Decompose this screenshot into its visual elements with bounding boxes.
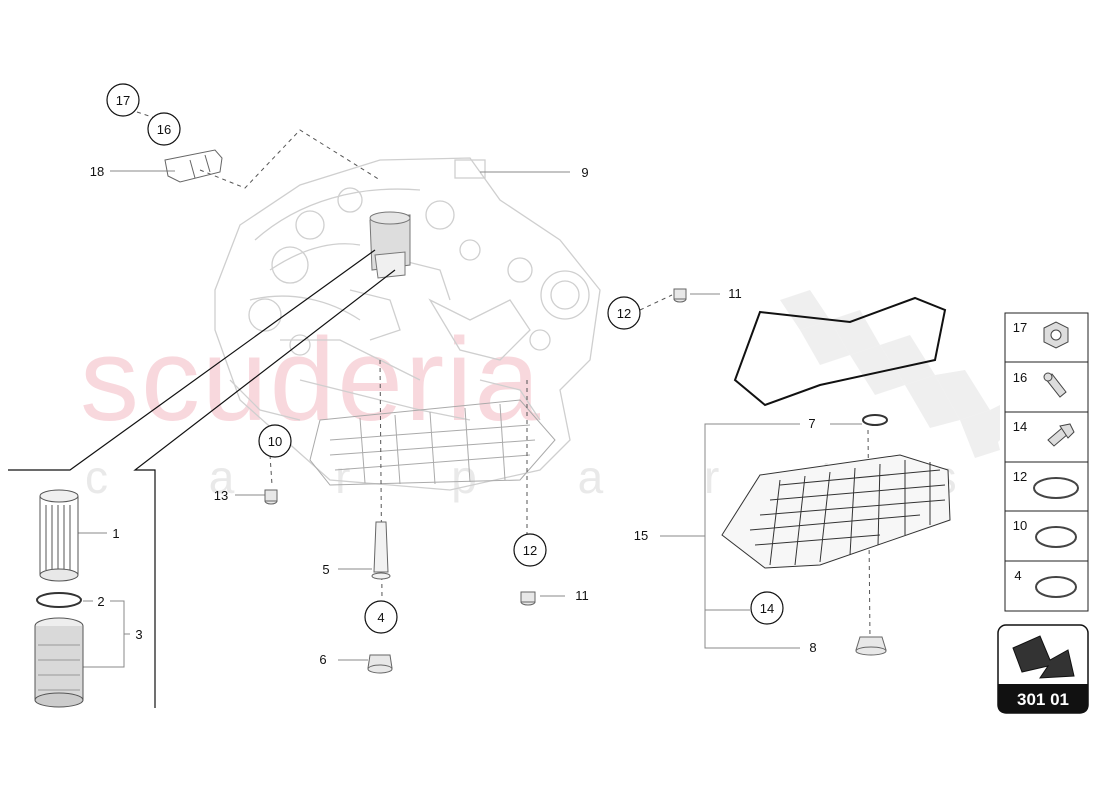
callout-4[interactable]: 4 [364,600,398,634]
page-reference-box[interactable]: 301 01 [997,624,1089,714]
legend-14-text: 14 [1013,419,1027,434]
label-9[interactable]: 9 [581,165,588,180]
plug-part-13 [264,489,278,505]
bolt-icon [1047,423,1075,447]
legend-10-text: 10 [1013,518,1027,533]
callout-12-bottom-text: 12 [523,543,537,558]
page-number-label: 301 01 [1017,690,1069,709]
label-7[interactable]: 7 [808,416,815,431]
oil-pan-gasket [733,296,947,407]
label-2[interactable]: 2 [97,594,104,609]
seal-ring-icon [1035,576,1077,598]
legend-item-12[interactable]: 12 [1013,469,1079,499]
legend-4-text: 4 [1014,568,1021,583]
label-11-top[interactable]: 11 [728,286,742,301]
stud-bolt-icon [1043,372,1067,398]
label-3[interactable]: 3 [135,627,142,642]
label-5[interactable]: 5 [322,562,329,577]
filter-element-part-1 [39,489,79,582]
legend-17-text: 17 [1013,320,1027,335]
callout-12-top[interactable]: 12 [607,296,641,330]
callout-14[interactable]: 14 [750,591,784,625]
legend-item-16[interactable]: 16 [1013,370,1067,398]
label-6[interactable]: 6 [319,652,326,667]
arrow-icon [1012,635,1075,679]
legend-item-17[interactable]: 17 [1013,320,1069,349]
gearbox-housing [214,157,601,491]
callout-4-text: 4 [377,610,384,625]
filter-housing-on-gearbox [369,211,411,279]
drain-plug-part-6 [367,654,393,674]
label-15[interactable]: 15 [634,528,648,543]
callout-10[interactable]: 10 [258,424,292,458]
detail-leader-lines [8,249,396,708]
seal-ring-icon [1035,526,1077,548]
watermark: scuderia c a r p a r t s [80,314,957,503]
filter-cup-part-3 [34,617,84,708]
callout-12-top-text: 12 [617,306,631,321]
nut-icon [1043,321,1069,349]
callout-16-text: 16 [157,122,171,137]
callout-17-text: 17 [116,93,130,108]
callout-12-bottom[interactable]: 12 [513,533,547,567]
legend-item-4[interactable]: 4 [1014,568,1077,598]
label-1[interactable]: 1 [112,526,119,541]
dipstick-tube-part-5 [371,521,391,580]
circlip-part-7 [862,414,888,426]
checkered-flag-graphic [780,290,1000,458]
label-8[interactable]: 8 [809,640,816,655]
callout-14-text: 14 [760,601,774,616]
callout-17[interactable]: 17 [106,83,140,117]
gearbox-oil-pan [309,399,556,486]
bracket-part-18 [164,149,223,183]
legend-panel: 17 16 14 12 10 [1004,312,1089,612]
plug-part-11-top [673,288,687,303]
legend-item-14[interactable]: 14 [1013,419,1075,447]
seal-ring-icon [1033,477,1079,499]
legend-16-text: 16 [1013,370,1027,385]
o-ring-part-2 [36,592,82,608]
label-11-bottom[interactable]: 11 [575,588,589,603]
callout-10-text: 10 [268,434,282,449]
label-13[interactable]: 13 [214,488,228,503]
legend-12-text: 12 [1013,469,1027,484]
label-18[interactable]: 18 [90,164,104,179]
legend-item-10[interactable]: 10 [1013,518,1077,548]
oil-pan-part-15 [721,454,951,569]
watermark-brand: scuderia [80,314,542,446]
callout-16[interactable]: 16 [147,112,181,146]
solid-leaders [78,170,862,668]
drain-plug-part-8 [855,636,887,656]
plug-part-11-bottom [520,591,536,606]
